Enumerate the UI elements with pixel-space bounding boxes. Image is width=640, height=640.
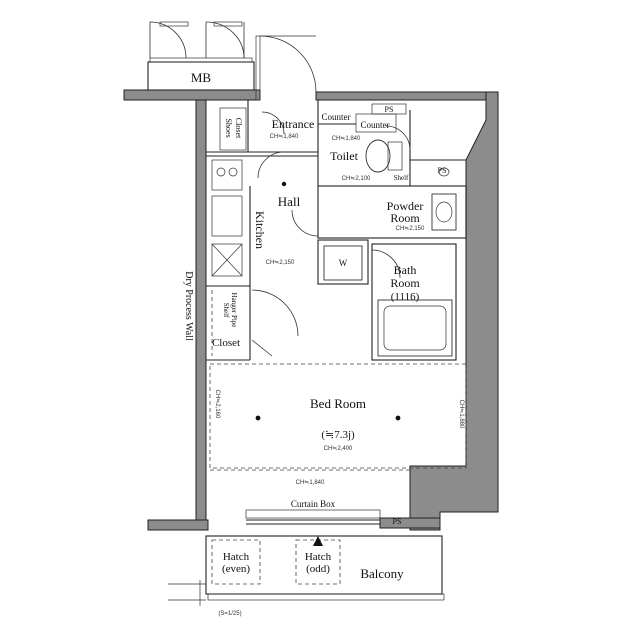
ps-label-top: PS	[385, 105, 394, 114]
bath-room-label-2: Room	[390, 276, 420, 290]
hanger-pipe-label-1: Hanger Pipe	[230, 293, 238, 328]
powder-room-ch: CH≒2,150	[396, 226, 425, 232]
ch-right: CH≒1,880	[458, 400, 464, 429]
curtain-box-label: Curtain Box	[291, 499, 336, 509]
shoes-closet-label-1: Shoes	[224, 118, 233, 137]
washer-label: W	[339, 258, 348, 268]
fixtures	[365, 139, 457, 231]
closet-label: Closet	[212, 337, 240, 349]
counter-label-top: Counter	[322, 112, 351, 122]
bath-room-label-3: (1116)	[391, 291, 420, 303]
doors	[251, 111, 411, 357]
hall-label: Hall	[278, 194, 301, 209]
hanger-pipe-label-2: Shelf	[222, 303, 230, 318]
kitchen-label: Kitchen	[253, 211, 267, 249]
bed-room-area: (≒7.3j)	[321, 429, 355, 441]
balcony-label: Balcony	[360, 566, 404, 581]
toilet-ch: CH≒2,100	[342, 176, 371, 182]
light-points	[255, 181, 401, 421]
powder-room-label-1: Powder	[387, 199, 424, 213]
toilet-label: Toilet	[330, 149, 358, 163]
labels: MB Entrance CH≒1,840 Shoes Closet Counte…	[183, 70, 464, 617]
ps-label-right: PS	[438, 166, 447, 175]
mb-label: MB	[191, 70, 212, 85]
dry-process-wall-label: Dry Process Wall	[183, 271, 194, 341]
hatch-even-label-2: (even)	[222, 563, 250, 575]
bath-room-label-1: Bath	[394, 263, 417, 277]
kitchen-ch: CH≒2,150	[266, 260, 295, 266]
bottom-note: (S=1/25)	[218, 611, 241, 617]
shelf-label: Shelf	[394, 174, 409, 182]
ch-bottom: CH≒1,840	[296, 480, 325, 486]
hatch-odd-label-2: (odd)	[306, 563, 330, 575]
powder-room-label-2: Room	[390, 211, 420, 225]
interior-walls	[206, 100, 467, 525]
counter-label-2: Counter	[361, 120, 390, 130]
balcony	[168, 535, 445, 606]
ch-left: CH≒2,160	[214, 390, 220, 419]
bed-room-label: Bed Room	[310, 396, 366, 411]
toilet-ch-top: CH≒1,840	[332, 136, 361, 142]
ps-label-bottom: PS	[393, 517, 402, 526]
hatch-even-label-1: Hatch	[223, 551, 250, 563]
entrance-ch: CH≒1,840	[270, 134, 299, 140]
exterior-walls	[123, 35, 499, 531]
shoes-closet-label-2: Closet	[234, 118, 243, 139]
hatch-odd-label-1: Hatch	[305, 551, 332, 563]
bed-room-ch: CH≒2,400	[324, 446, 353, 452]
entrance-label: Entrance	[272, 117, 315, 131]
